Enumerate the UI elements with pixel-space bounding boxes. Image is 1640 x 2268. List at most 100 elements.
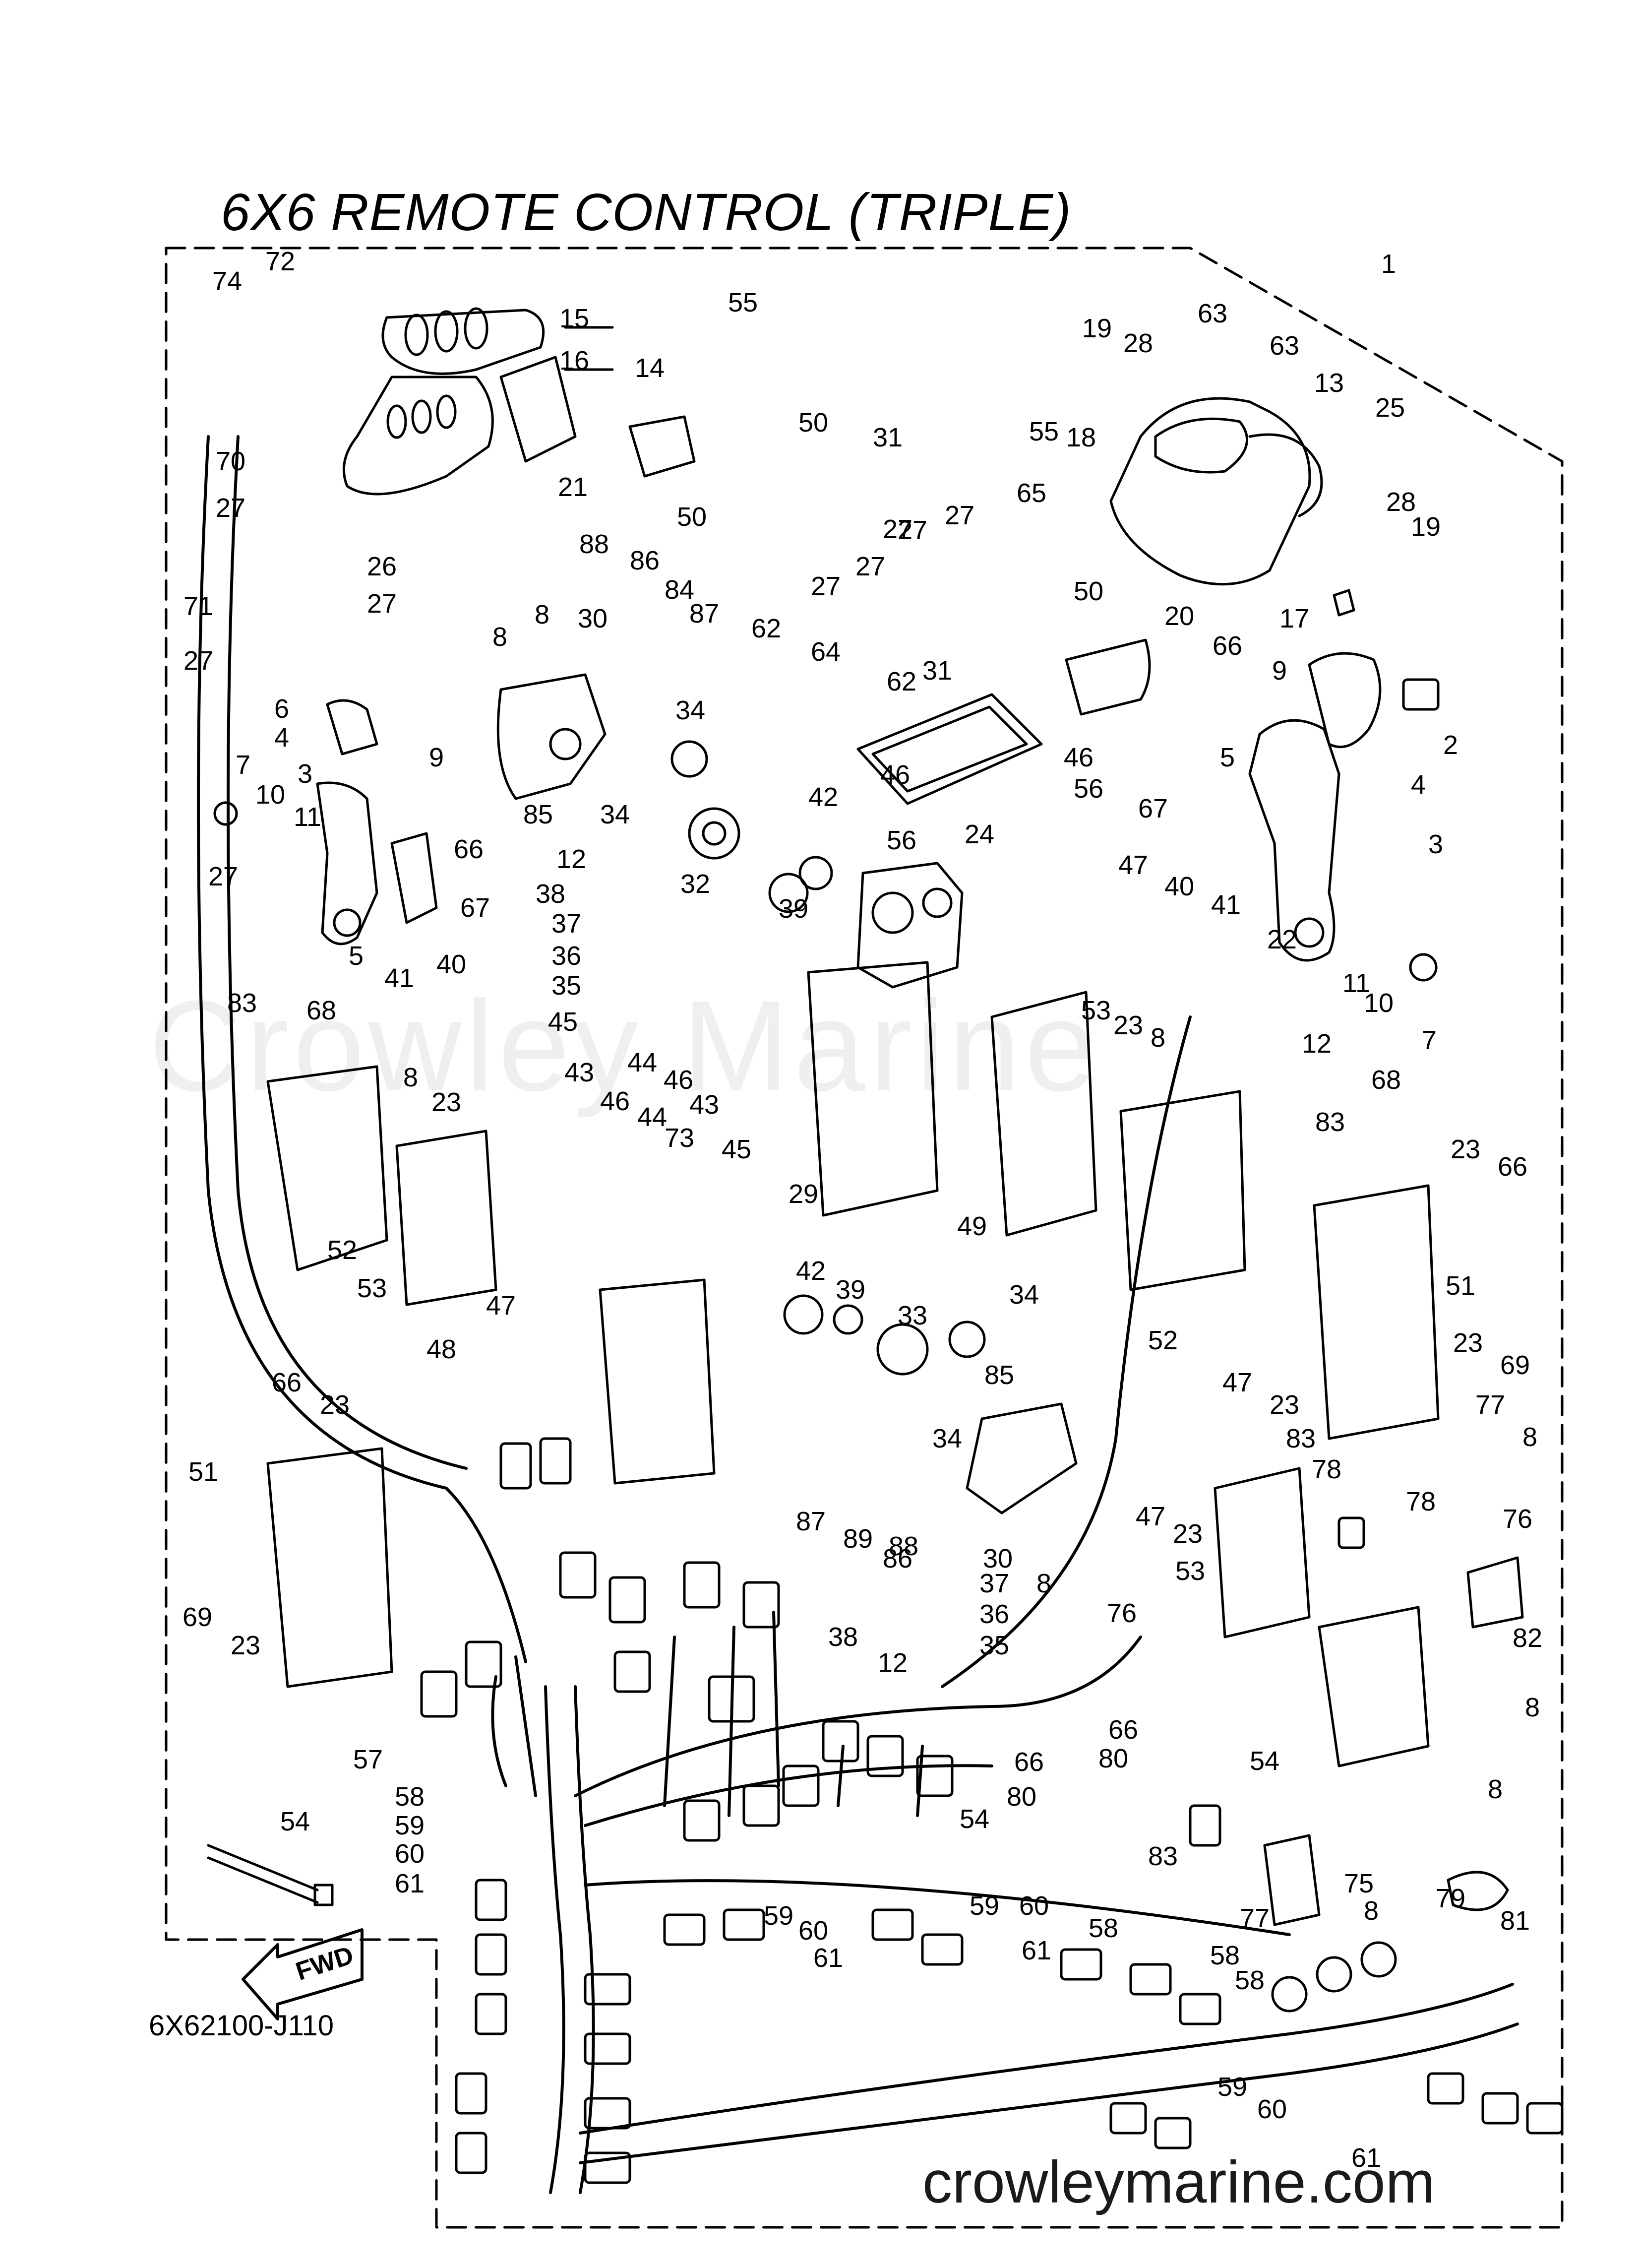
callout-54: 54 — [960, 1804, 989, 1834]
left-control-lever — [213, 699, 438, 945]
callout-27: 27 — [367, 589, 397, 619]
callout-23: 23 — [1173, 1519, 1203, 1549]
callout-8: 8 — [1151, 1023, 1165, 1053]
central-mechanism — [496, 673, 964, 1217]
callout-59: 59 — [1217, 2072, 1247, 2102]
callout-87: 87 — [689, 599, 719, 629]
callout-40: 40 — [436, 949, 466, 979]
callout-28: 28 — [1123, 328, 1153, 358]
callout-8: 8 — [1525, 1693, 1540, 1722]
callout-51: 51 — [188, 1457, 218, 1487]
callout-27: 27 — [216, 493, 245, 523]
callout-14: 14 — [635, 353, 665, 383]
callout-58: 58 — [395, 1782, 425, 1812]
callout-24: 24 — [965, 819, 994, 849]
callout-43: 43 — [564, 1058, 594, 1087]
harness-connectors — [420, 1437, 1564, 2184]
callout-12: 12 — [1302, 1029, 1332, 1059]
callout-58: 58 — [1235, 1965, 1265, 1995]
callout-60: 60 — [1257, 2094, 1287, 2124]
callout-62: 62 — [887, 667, 916, 696]
callout-80: 80 — [1098, 1744, 1128, 1773]
callout-34: 34 — [600, 800, 630, 829]
callout-81: 81 — [1500, 1906, 1530, 1936]
callout-63: 63 — [1198, 299, 1227, 328]
callout-27: 27 — [945, 501, 974, 530]
callout-88: 88 — [889, 1531, 918, 1561]
callout-35: 35 — [551, 971, 581, 1001]
fwd-direction-arrow: FWD — [242, 1928, 364, 2020]
callout-6: 6 — [274, 694, 289, 724]
callout-49: 49 — [957, 1211, 987, 1241]
callout-46: 46 — [1064, 743, 1093, 772]
callout-34: 34 — [932, 1424, 962, 1453]
callout-86: 86 — [883, 1544, 912, 1574]
callout-31: 31 — [873, 423, 903, 452]
callout-59: 59 — [970, 1891, 999, 1921]
callout-62: 62 — [751, 614, 781, 643]
callout-60: 60 — [1019, 1891, 1049, 1921]
callout-2: 2 — [1443, 730, 1458, 760]
callout-44: 44 — [627, 1048, 657, 1077]
callout-8: 8 — [1522, 1422, 1537, 1452]
callout-61: 61 — [1022, 1936, 1051, 1965]
callout-59: 59 — [395, 1811, 425, 1840]
callout-4: 4 — [1411, 770, 1426, 800]
callout-27: 27 — [883, 514, 912, 544]
callout-85: 85 — [984, 1360, 1014, 1390]
website-link[interactable]: crowleymarine.com — [922, 2149, 1435, 2215]
callout-69: 69 — [182, 1602, 212, 1632]
callout-46: 46 — [664, 1065, 693, 1095]
callout-43: 43 — [689, 1090, 719, 1120]
callout-18: 18 — [1066, 423, 1096, 452]
callout-5: 5 — [349, 941, 364, 971]
callout-60: 60 — [395, 1839, 425, 1869]
callout-12: 12 — [878, 1648, 908, 1678]
callout-9: 9 — [1272, 656, 1287, 686]
right-brackets — [1263, 1556, 1524, 1926]
callout-8: 8 — [403, 1063, 418, 1092]
callout-47: 47 — [1222, 1368, 1252, 1397]
wiring-harness — [197, 435, 1519, 2194]
callout-15: 15 — [559, 304, 589, 333]
callout-8: 8 — [1364, 1896, 1379, 1926]
callout-89: 89 — [843, 1524, 873, 1554]
callout-37: 37 — [551, 909, 581, 939]
callout-19: 19 — [1411, 512, 1441, 542]
callout-76: 76 — [1107, 1598, 1137, 1628]
callout-12: 12 — [556, 844, 586, 874]
callout-27: 27 — [855, 552, 885, 581]
callout-20: 20 — [1164, 601, 1194, 631]
mounting-brackets — [266, 1065, 1440, 1688]
callout-79: 79 — [1436, 1884, 1465, 1913]
callout-80: 80 — [1007, 1782, 1036, 1812]
callout-17: 17 — [1279, 604, 1309, 633]
callout-67: 67 — [460, 893, 490, 923]
callout-27: 27 — [811, 571, 841, 601]
callout-23: 23 — [320, 1390, 350, 1420]
callout-83: 83 — [1148, 1841, 1178, 1871]
gasket-plate — [856, 693, 1043, 805]
drawing-code: 6X62100-J110 — [149, 2010, 334, 2042]
callout-8: 8 — [535, 600, 549, 630]
callout-47: 47 — [1136, 1502, 1165, 1531]
callout-69: 69 — [1500, 1350, 1530, 1380]
callout-52: 52 — [1148, 1325, 1178, 1355]
callout-34: 34 — [1009, 1280, 1039, 1310]
callout-25: 25 — [1375, 393, 1405, 423]
callout-56: 56 — [1074, 774, 1103, 804]
callout-33: 33 — [898, 1301, 927, 1330]
callout-53: 53 — [357, 1273, 387, 1303]
callout-35: 35 — [979, 1631, 1009, 1660]
callout-85: 85 — [523, 800, 553, 829]
callout-9: 9 — [429, 743, 444, 772]
lever-housing-right — [1109, 397, 1355, 617]
callout-78: 78 — [1312, 1454, 1341, 1484]
callout-45: 45 — [548, 1007, 578, 1037]
callout-23: 23 — [431, 1087, 461, 1117]
callout-83: 83 — [1286, 1424, 1316, 1453]
top-cover-assembly — [342, 307, 696, 496]
callout-23: 23 — [1451, 1134, 1480, 1164]
callout-60: 60 — [798, 1916, 828, 1946]
